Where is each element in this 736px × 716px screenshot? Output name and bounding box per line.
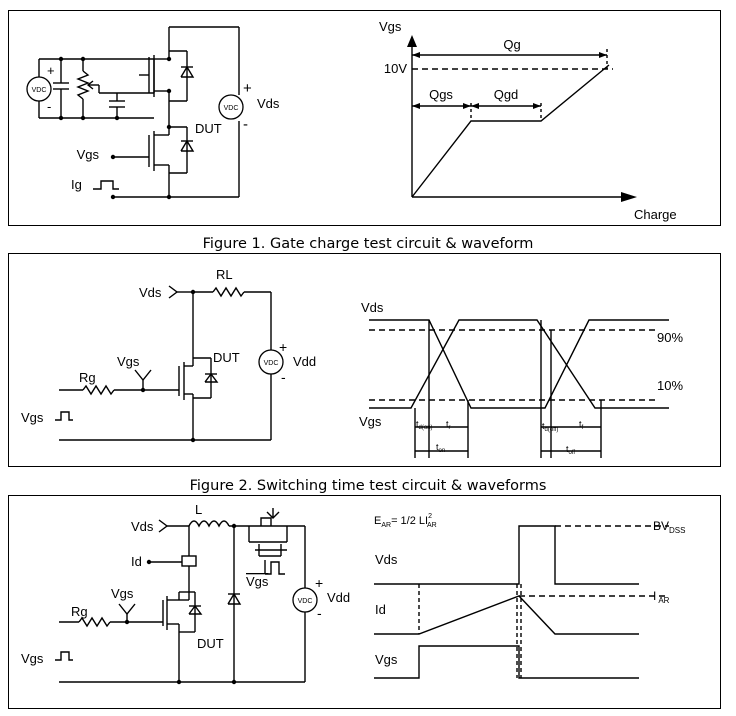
figure3-circuit-dots bbox=[124, 523, 237, 685]
figure3-vgs-label: Vgs bbox=[111, 586, 134, 601]
figure3-rg-label: Rg bbox=[71, 604, 88, 619]
figure2-vdd-label: Vdd bbox=[293, 354, 316, 369]
figure1-level-label: 10V bbox=[384, 61, 407, 76]
figure1-dut-label: DUT bbox=[195, 121, 222, 136]
figure2-toff-label: toff bbox=[566, 444, 575, 456]
figure1-waveform bbox=[411, 41, 621, 198]
figure1-vgs-label: Vgs bbox=[77, 147, 100, 162]
figure3-vdc-label: VDC bbox=[298, 598, 313, 605]
figure1-vds-plus: + bbox=[243, 80, 252, 97]
figure1-panel: VDC + - VDC + - Vds DUT Vgs Ig bbox=[8, 10, 721, 226]
figure3-plus: + bbox=[315, 575, 323, 591]
figure2-ton-label: ton bbox=[436, 442, 445, 454]
figure3-vgs-wave-label: Vgs bbox=[375, 652, 398, 667]
figure3-vdd-label: Vdd bbox=[327, 590, 350, 605]
figure3-vgs-bar-label: Vgs bbox=[246, 574, 269, 589]
figure1-x-axis-label: Charge bbox=[634, 207, 677, 222]
figure1-vdc-minus: - bbox=[47, 99, 51, 114]
figure2-waveform bbox=[369, 319, 669, 458]
figure1-vds-source bbox=[218, 94, 244, 120]
figure3-id-wave-label: Id bbox=[375, 602, 386, 617]
figure2-plus: + bbox=[279, 339, 287, 355]
figure1-svg: VDC + - VDC + - Vds DUT Vgs Ig bbox=[26, 19, 677, 222]
figure2-vdd-source bbox=[258, 349, 284, 375]
figure3-panel: VDC + - Vdd Vds L Id Vgs Vgs Rg DUT Vgs … bbox=[8, 495, 721, 709]
figure1-vdc-source bbox=[26, 76, 52, 102]
figure1-vds-label: Vds bbox=[257, 96, 280, 111]
figure1-qgs-label: Qgs bbox=[429, 87, 453, 102]
figure1-y-axis-label: Vgs bbox=[379, 19, 402, 34]
figure2-circuit bbox=[55, 285, 272, 441]
figure1-qgd-label: Qgd bbox=[494, 87, 519, 102]
figure2-panel: VDC + - Vdd Vds RL Vgs DUT Rg Vgs Vds Vg… bbox=[8, 253, 721, 467]
figure3-waveform bbox=[374, 525, 669, 679]
figure2-vdc-label: VDC bbox=[264, 360, 279, 367]
figure2-vgs-pulse-label: Vgs bbox=[21, 410, 44, 425]
figure2-td-on-label: td(on) bbox=[416, 419, 433, 431]
figure1-arrows bbox=[407, 35, 637, 202]
figure2-td-off-label: td(off) bbox=[542, 421, 558, 433]
figure1-vdc-label: VDC bbox=[32, 87, 47, 94]
figure1-vds-minus: - bbox=[243, 116, 248, 133]
figure2-vgs-wave-label: Vgs bbox=[359, 414, 382, 429]
figure2-10pct-label: 10% bbox=[657, 378, 683, 393]
figure2-dut-label: DUT bbox=[213, 350, 240, 365]
figure3-vdd-source bbox=[292, 587, 318, 613]
figure1-vds-source-label: VDC bbox=[224, 105, 239, 112]
figure2-svg: VDC + - Vdd Vds RL Vgs DUT Rg Vgs Vds Vg… bbox=[21, 267, 683, 458]
figure1-qg-label: Qg bbox=[503, 37, 520, 52]
figure2-minus: - bbox=[281, 369, 286, 385]
figure2-circuit-dots bbox=[140, 289, 196, 443]
figure2-rg-label: Rg bbox=[79, 370, 96, 385]
figure1-vdc-plus: + bbox=[47, 63, 55, 78]
figure3-id-label: Id bbox=[131, 554, 142, 569]
figure1-circuit bbox=[38, 26, 240, 198]
figure2-caption: Figure 2. Switching time test circuit & … bbox=[189, 478, 547, 494]
figure1-ig-label: Ig bbox=[71, 177, 82, 192]
figure2-90pct-label: 90% bbox=[657, 330, 683, 345]
figure3-dut-label: DUT bbox=[197, 636, 224, 651]
figure2-vds-label: Vds bbox=[139, 285, 162, 300]
figure1-caption: Figure 1. Gate charge test circuit & wav… bbox=[202, 236, 534, 252]
figure1-circuit-dots bbox=[58, 56, 172, 200]
figure3-vds-label: Vds bbox=[131, 519, 154, 534]
figure3-vds-wave-label: Vds bbox=[375, 552, 398, 567]
figure3-bvdss-label: BVDSS bbox=[653, 519, 685, 535]
figure3-minus: - bbox=[317, 605, 322, 621]
figure2-vds-wave-label: Vds bbox=[361, 300, 384, 315]
figure3-circuit bbox=[55, 508, 306, 683]
figure3-vgs-pulse-label: Vgs bbox=[21, 651, 44, 666]
figure3-l-label: L bbox=[195, 502, 202, 517]
figure2-tr-label: tr bbox=[446, 419, 451, 431]
figure2-vgs-label: Vgs bbox=[117, 354, 140, 369]
figure3-svg: VDC + - Vdd Vds L Id Vgs Vgs Rg DUT Vgs … bbox=[21, 502, 685, 685]
figure2-rl-label: RL bbox=[216, 267, 233, 282]
figure2-tf-label: tf bbox=[579, 419, 584, 431]
